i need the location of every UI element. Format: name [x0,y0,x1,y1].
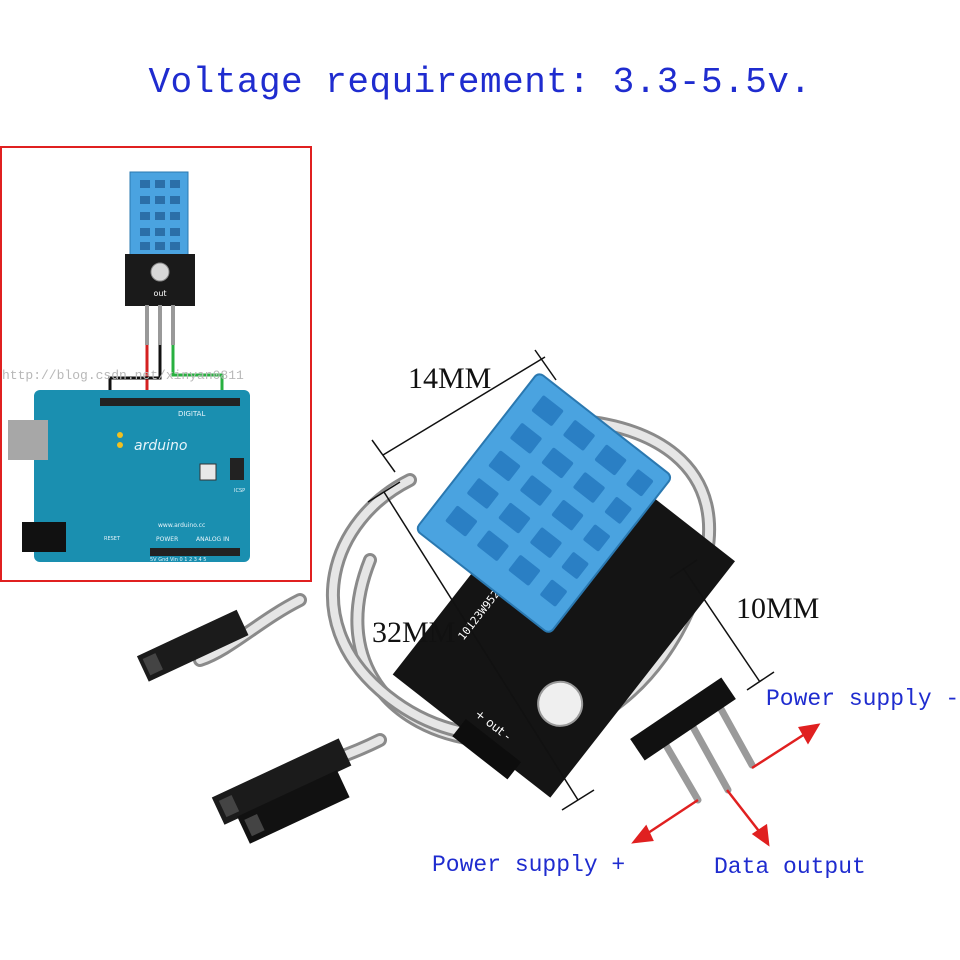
arduino-pin-numbers: 5V Gnd Vin 0 1 2 3 4 5 [150,557,207,563]
arduino-analog-label: ANALOG IN [196,536,229,543]
page-title: Voltage requirement: 3.3-5.5v. [148,62,812,103]
small-module-pin-label: out [153,289,166,298]
arduino-digital-label: DIGITAL [178,410,205,418]
watermark: http://blog.csdn.net/xinyan0811 [2,368,244,383]
arduino-logo: arduino [134,438,187,454]
dimension-height: 10MM [736,592,820,625]
arduino-board: arduino www.arduino.cc DIGITAL POWER ANA… [8,390,250,563]
female-connectors [136,609,352,844]
dimension-width: 14MM [408,362,492,395]
dht11-pcb: + out - 10123W95226 [392,438,735,798]
arduino-icsp-label: ICSP [234,488,245,494]
arduino-reset-label: RESET [104,536,121,542]
arduino-url: www.arduino.cc [158,522,205,529]
dimension-lines [367,349,775,811]
pin-arrows [631,723,821,847]
dimension-length: 32MM [372,616,456,649]
label-data-output: Data output [714,854,866,880]
dht11-sensor-housing [416,373,672,633]
small-dht11-module: out [125,171,195,345]
header-pin-base [630,677,736,761]
label-power-minus: Power supply - [766,686,960,712]
arduino-power-label: POWER [156,536,178,543]
label-power-plus: Power supply + [432,852,626,878]
wiring-diagram-frame [0,146,312,582]
